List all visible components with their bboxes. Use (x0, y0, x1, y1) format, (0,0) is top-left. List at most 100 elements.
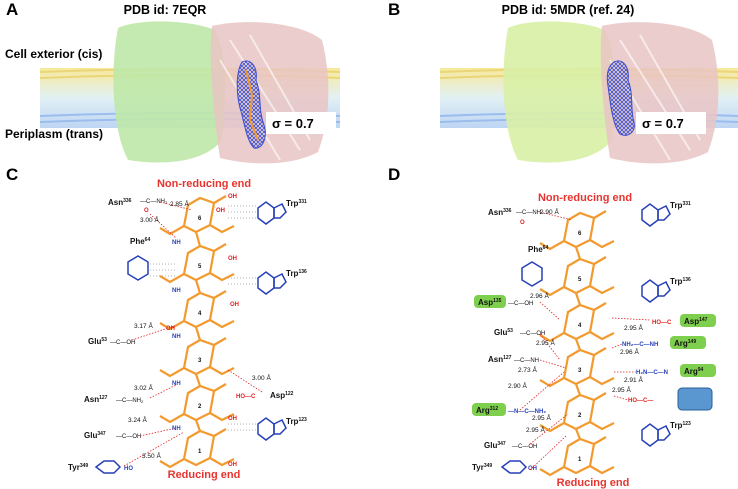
panel-d-trp136-icon (641, 279, 671, 303)
panel-c-tyr349: Tyr349 (68, 463, 88, 472)
svg-text:4: 4 (578, 323, 582, 329)
svg-text:—C—NH2: —C—NH2 (116, 398, 144, 404)
panel-c-trp331: Trp331 (286, 199, 307, 208)
svg-text:—C—OH: —C—OH (520, 331, 545, 337)
panel-b-density-mesh (606, 60, 635, 136)
panel-c-dist-3: 3.00 Å (252, 373, 271, 382)
svg-text:NH₂—C—NH: NH₂—C—NH (622, 342, 658, 348)
svg-text:—C—OH: —C—OH (512, 444, 537, 450)
svg-text:5: 5 (578, 277, 582, 283)
panel-d-trp123-icon (641, 423, 671, 447)
svg-text:Arg149: Arg149 (674, 339, 696, 348)
panel-c-phe-ring-icon (127, 255, 149, 281)
svg-text:6: 6 (198, 216, 202, 222)
panel-a-cis-label: Cell exterior (cis) (5, 47, 102, 61)
panel-d-dist-2: 2.95 Å (624, 323, 643, 332)
panel-c-bottom-end: Reducing end (168, 469, 241, 481)
panel-b-letter: B (388, 0, 400, 19)
svg-text:—C—OH: —C—OH (508, 301, 533, 307)
panel-d-dist-6: 2.91 Å (624, 375, 643, 384)
panel-c-dist-4: 3.02 Å (134, 383, 153, 392)
svg-text:OH: OH (228, 416, 237, 422)
panel-d-dist-7: 2.90 Å (508, 381, 527, 390)
panel-d-dist-9: 2.95 Å (532, 413, 551, 422)
panel-c-dist-6: 3.50 Å (142, 451, 161, 460)
panel-d: D Non-reducing end Reducing end 6 5 4 3 … (388, 165, 716, 489)
panel-c-ring-numbers: 6 5 4 3 2 1 (198, 216, 202, 455)
svg-text:Asp147: Asp147 (684, 317, 708, 326)
svg-text:3: 3 (578, 368, 582, 374)
panel-c-trp123: Trp123 (286, 417, 307, 426)
panel-d-dist-5: 2.73 Å (518, 365, 537, 374)
svg-text:OH: OH (228, 194, 237, 200)
panel-b: B PDB id: 5MDR (ref. 24) σ = 0.7 (388, 0, 738, 164)
panel-d-asp135-box: Asp135 (474, 295, 506, 308)
panel-c-trp136: Trp136 (286, 269, 307, 278)
svg-text:—C—OH: —C—OH (116, 434, 141, 440)
panel-d-dist-3: 2.95 Å (536, 338, 555, 347)
panel-d-letter: D (388, 165, 400, 184)
panel-c-phe64: Phe64 (130, 237, 150, 246)
panel-c-trp331-icon (257, 201, 287, 225)
panel-d-asn127: Asn127 (488, 355, 512, 364)
panel-d-asn336: Asn336 (488, 208, 512, 217)
panel-d-arg312-box: Arg312 (472, 403, 506, 416)
panel-d-asp147-box: Asp147 (680, 314, 716, 327)
panel-d-blue-box (677, 387, 713, 411)
svg-text:OH: OH (216, 208, 225, 214)
panel-d-arg149-box: Arg149 (670, 336, 706, 349)
svg-text:OH: OH (228, 462, 237, 468)
panel-a-sigma: σ = 0.7 (272, 116, 314, 131)
panel-c-glu53: Glu53 (88, 337, 107, 346)
panel-c-asn127: Asn127 (84, 395, 108, 404)
panel-d-glu347: Glu347 (484, 441, 506, 450)
panel-d-phe-ring-icon (521, 261, 543, 287)
svg-text:2: 2 (578, 413, 582, 419)
panel-d-dist-8: 2.95 Å (612, 385, 631, 394)
panel-d-phe64: Phe64 (528, 245, 548, 254)
panel-b-green-protein (503, 21, 616, 163)
panel-c-dist-1: 3.00 Å (140, 215, 159, 224)
svg-text:4: 4 (198, 311, 202, 317)
svg-text:3: 3 (198, 358, 202, 364)
panel-c-dist-5: 3.24 Å (128, 415, 147, 424)
svg-text:Arg312: Arg312 (476, 406, 498, 415)
svg-text:—C—NH: —C—NH (516, 210, 541, 216)
svg-text:OH: OH (166, 326, 175, 332)
panel-d-top-end: Non-reducing end (538, 192, 632, 204)
panel-c-trp123-icon (257, 417, 287, 441)
svg-text:O: O (520, 220, 525, 226)
panel-a: A PDB id: 7EQR Cell exterior (cis) Perip… (5, 0, 341, 164)
svg-text:HO: HO (124, 466, 133, 472)
panel-d-trp331: Trp331 (670, 201, 691, 210)
panel-c-glu347: Glu347 (84, 431, 106, 440)
svg-text:NH: NH (172, 426, 181, 432)
svg-text:HO—C—: HO—C— (628, 398, 653, 404)
panel-c: C Non-reducing end Reducing end 6 5 4 3 … (6, 165, 307, 481)
svg-text:5: 5 (198, 264, 202, 270)
panel-c-asp122: Asp122 (270, 391, 294, 400)
svg-text:HO—C: HO—C (236, 394, 256, 400)
panel-c-tyr-ring-icon (94, 460, 122, 474)
svg-text:O: O (144, 208, 149, 214)
panel-c-sugar-chain (159, 195, 235, 469)
panel-a-pdb-id: PDB id: 7EQR (124, 3, 207, 17)
svg-text:OH: OH (528, 466, 537, 472)
panel-d-arg94-box: Arg94 (680, 364, 716, 377)
panel-c-dist-0: 2.85 Å (170, 199, 189, 208)
panel-a-letter: A (6, 0, 18, 19)
svg-text:HO—C: HO—C (652, 320, 672, 326)
panel-c-dist-2: 3.17 Å (134, 321, 153, 330)
svg-text:—C—NH: —C—NH (514, 358, 539, 364)
svg-text:—C—OH: —C—OH (110, 340, 135, 346)
svg-text:NH: NH (172, 334, 181, 340)
panel-c-trp136-icon (257, 271, 287, 295)
svg-text:2: 2 (198, 404, 202, 410)
panel-d-dist-1: 2.96 Å (530, 291, 549, 300)
panel-d-glu53: Glu53 (494, 328, 513, 337)
svg-text:Asp135: Asp135 (478, 298, 502, 307)
svg-text:NH: NH (172, 240, 181, 246)
panel-d-tyr-ring-icon (500, 460, 528, 474)
panel-a-green-protein (113, 21, 226, 163)
